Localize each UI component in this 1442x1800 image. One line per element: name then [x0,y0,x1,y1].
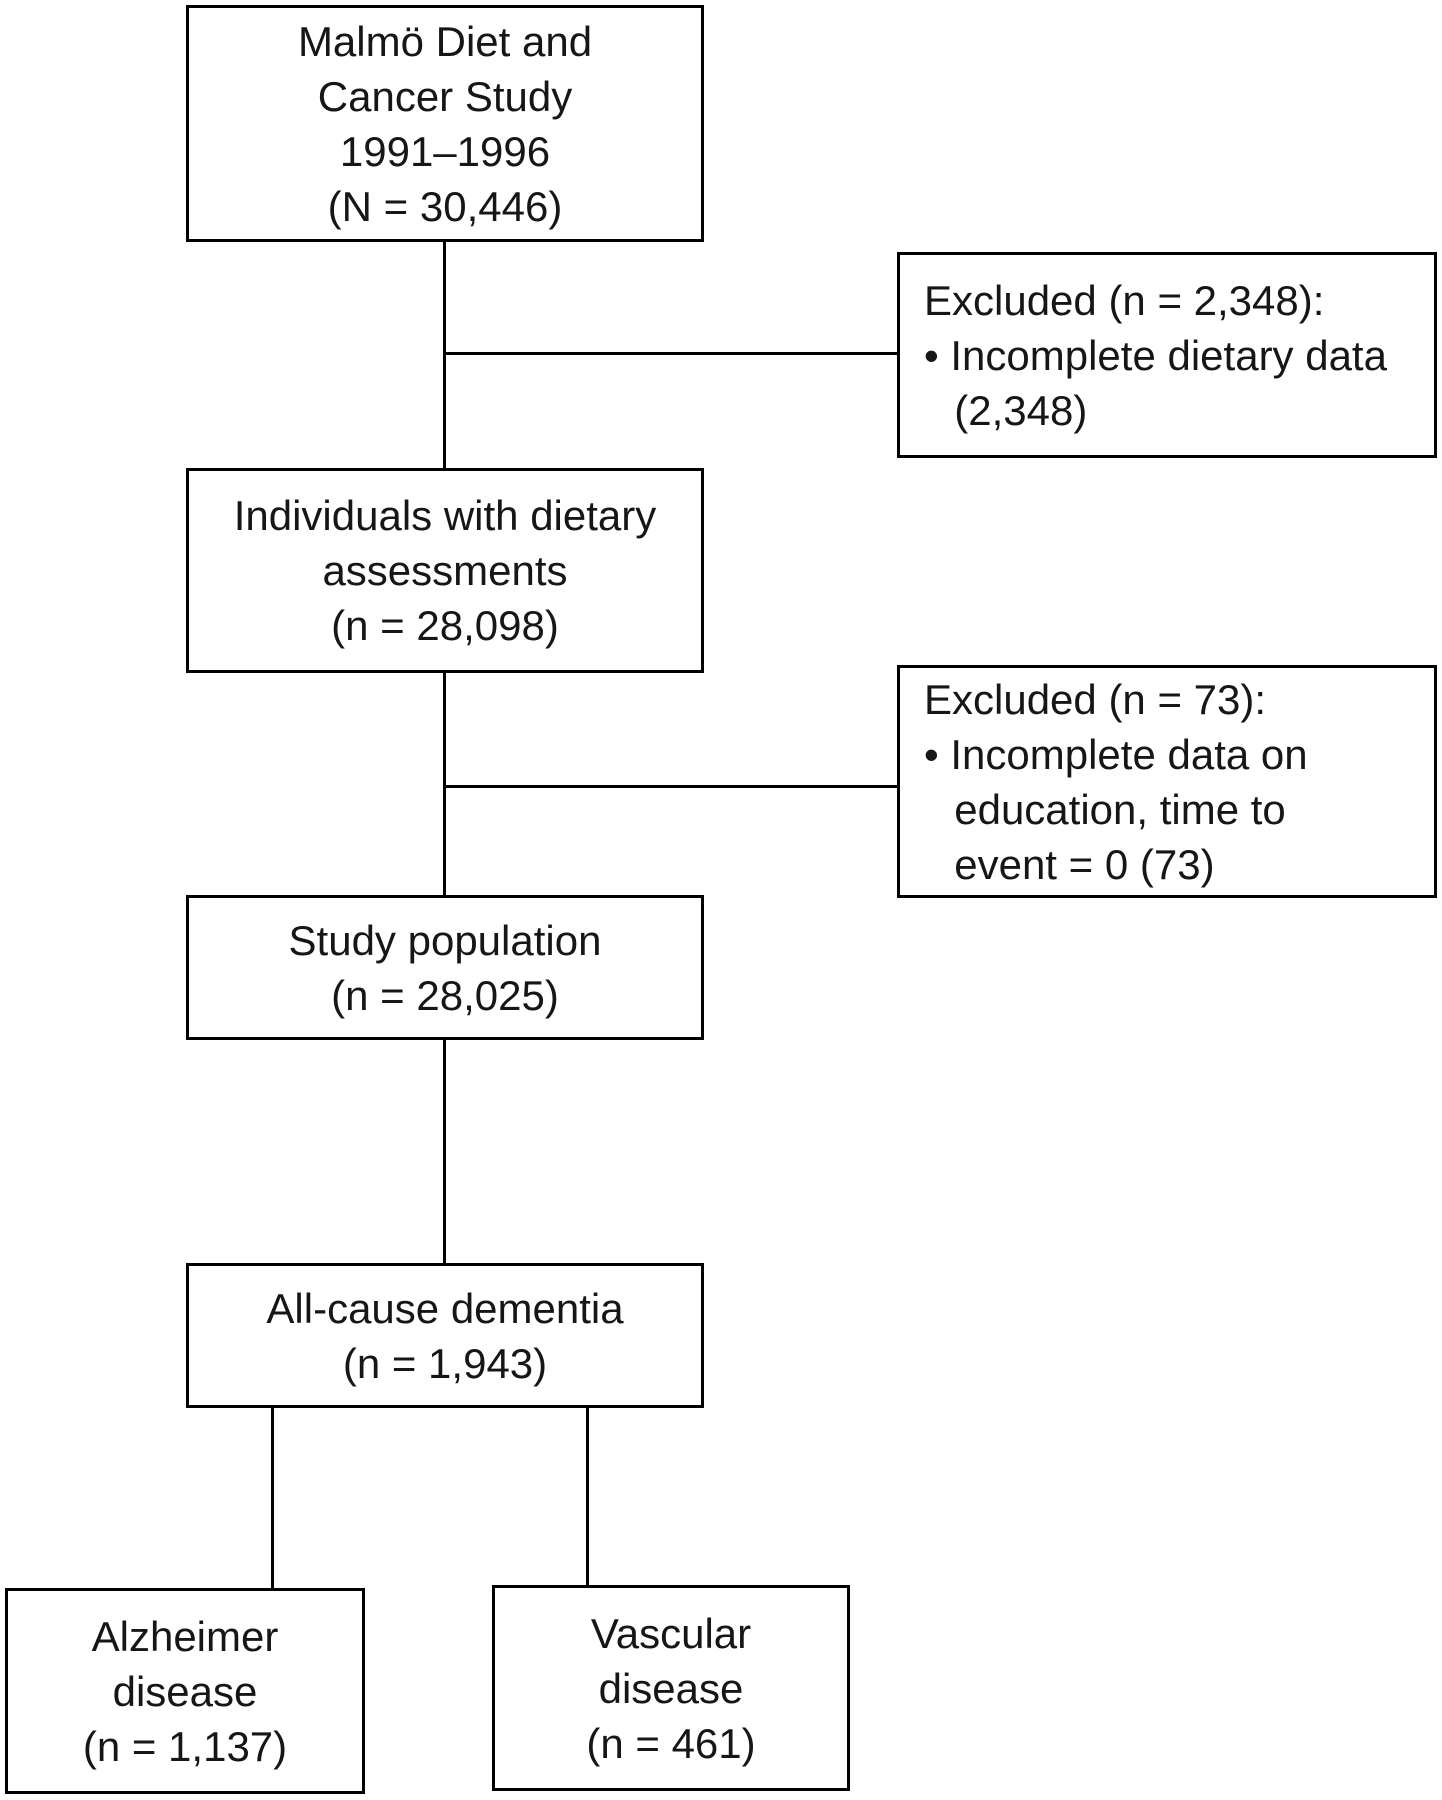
node-alzheimer-disease: Alzheimer disease (n = 1,137) [5,1588,365,1794]
exclusion-bullet-item: • Incomplete data on education, time to … [924,730,1308,888]
node-individuals-with-dietary-assessments: Individuals with dietary assessments (n … [186,468,704,673]
node-vascular-disease: Vascular disease (n = 461) [492,1585,850,1791]
connector-mdcs-to-dietary [443,242,446,468]
connector-branch-to-excluded-dietary [444,352,897,355]
node-label: All-cause dementia (n = 1,943) [266,1284,624,1387]
node-label: Vascular disease (n = 461) [586,1609,756,1767]
node-label: Study population (n = 28,025) [288,916,602,1019]
connector-dietary-to-study-population [443,673,446,895]
exclusion-bullet-item: • Incomplete dietary data (2,348) [924,331,1387,434]
node-all-cause-dementia: All-cause dementia (n = 1,943) [186,1263,704,1408]
exclusion-title: Excluded (n = 73): [924,675,1267,723]
node-label: Individuals with dietary assessments (n … [233,492,657,649]
connector-dementia-to-vascular [586,1408,589,1585]
connector-study-population-to-dementia [443,1040,446,1263]
connector-dementia-to-alzheimer [271,1408,274,1588]
node-study-population: Study population (n = 28,025) [186,895,704,1040]
node-label: Alzheimer disease (n = 1,137) [82,1612,288,1770]
node-excluded-incomplete-education-data: Excluded (n = 73): • Incomplete data on … [897,665,1437,898]
node-label: Malmö Diet and Cancer Study 1991–1996 (N… [297,17,593,230]
node-malmo-diet-cancer-study: Malmö Diet and Cancer Study 1991–1996 (N… [186,5,704,242]
connector-branch-to-excluded-education [444,785,897,788]
exclusion-title: Excluded (n = 2,348): [924,276,1325,324]
node-excluded-incomplete-dietary-data: Excluded (n = 2,348): • Incomplete dieta… [897,252,1437,458]
